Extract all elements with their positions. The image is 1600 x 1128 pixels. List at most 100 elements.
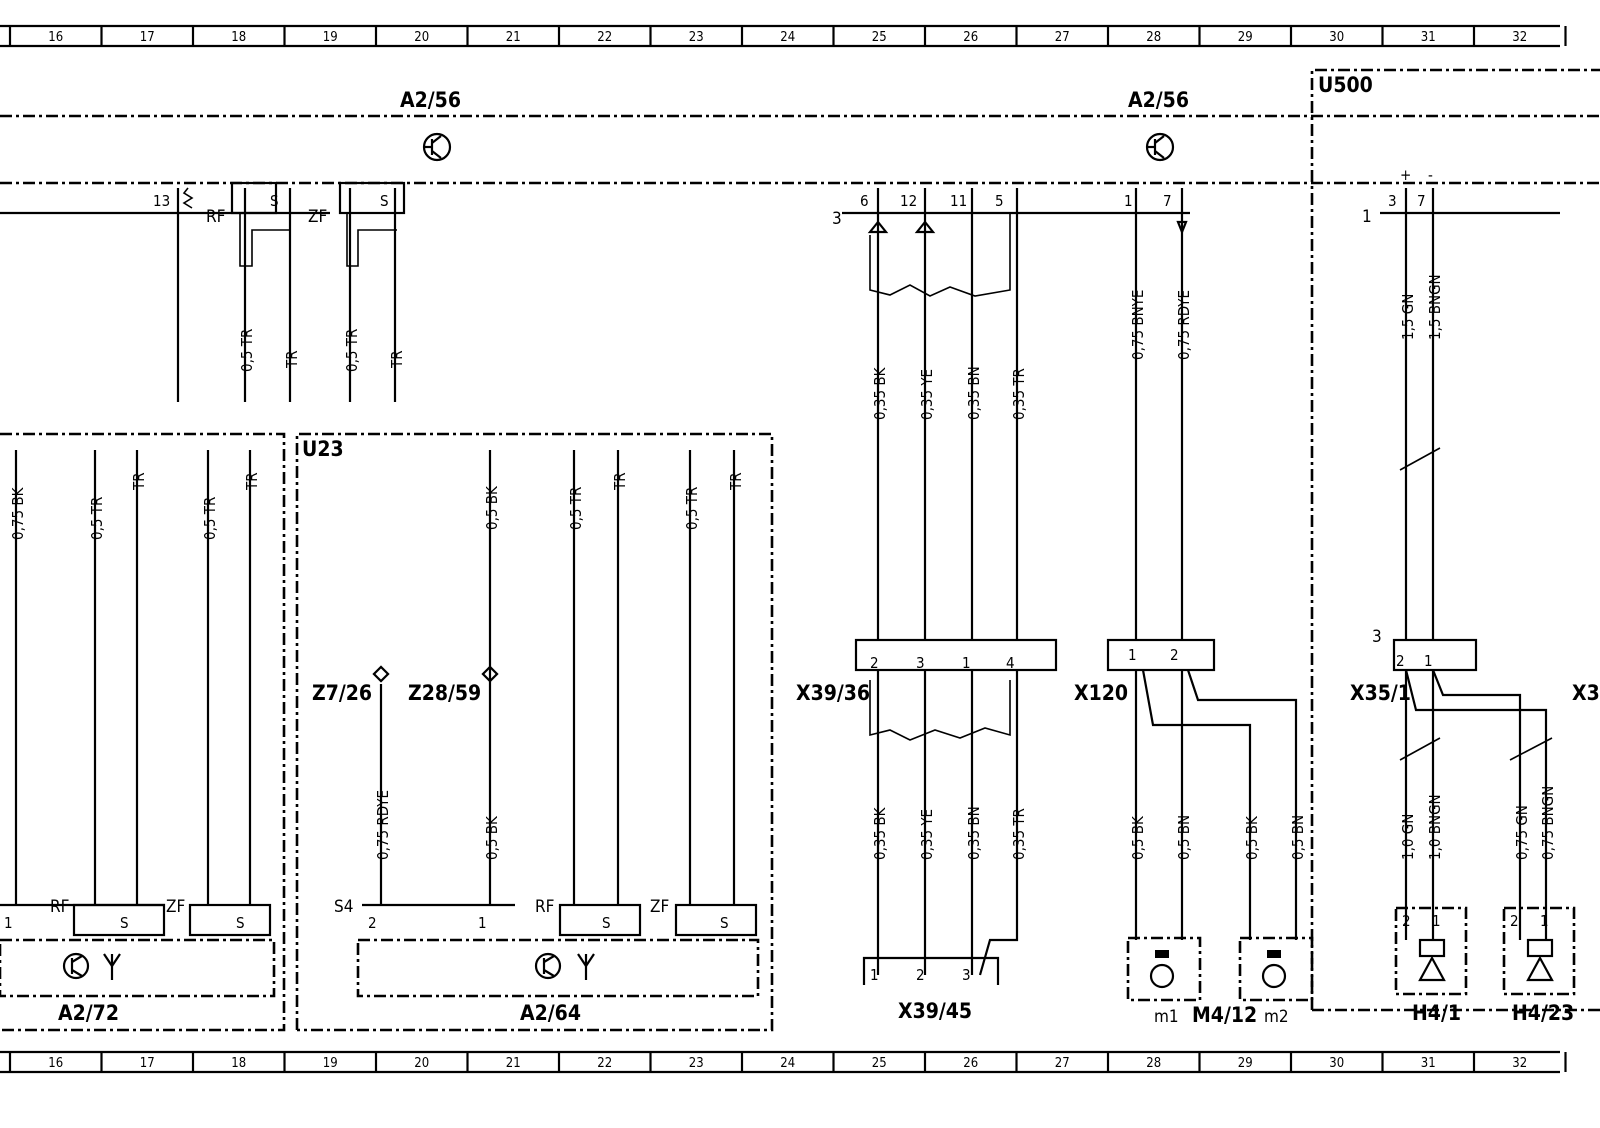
label-x35-1: X35/1 [1350, 681, 1411, 705]
label-035bk-top: 0,35 BK [871, 366, 889, 420]
label-075gn: 0,75 GN [1513, 805, 1531, 860]
speaker-icon-h4-23 [1526, 938, 1554, 982]
pin-x35-3: 3 [1372, 627, 1382, 647]
break-mark-x35-b [1509, 737, 1553, 761]
pin-a64-2: 2 [368, 914, 377, 932]
a2-72-zf-block [188, 903, 272, 937]
label-m2: m2 [1264, 1007, 1289, 1027]
wire-label-05tr-b: 0,5 TR [343, 329, 361, 372]
wire-label-tr-b: TR [388, 350, 406, 369]
antenna-icon-a2-72 [103, 953, 121, 980]
label-05bk-m1: 0,5 BK [1129, 815, 1147, 860]
break-mark-x35-a [1399, 737, 1441, 761]
pin-3-u500: 3 [1388, 192, 1397, 210]
x35-1-connector [1392, 638, 1478, 672]
u23-housing [295, 432, 774, 1032]
label-05tr-e: 0,5 TR [567, 487, 585, 530]
z28-59-terminal [481, 665, 499, 683]
label-rf-top: RF [206, 207, 225, 227]
shield-line-b [346, 213, 397, 267]
pin-x35-2: 2 [1396, 652, 1405, 670]
speaker-h4-1-housing [1394, 906, 1468, 996]
ruler-number: 31 [1421, 30, 1436, 45]
label-zf-top: ZF [308, 207, 327, 227]
ruler-number: 16 [48, 1056, 63, 1071]
zf-connector-top [338, 181, 406, 215]
a2-72-module [0, 938, 276, 998]
label-x39-36: X39/36 [796, 681, 870, 705]
pin-x39-4: 4 [1006, 654, 1015, 672]
ruler-number: 29 [1238, 30, 1253, 45]
ruler-number: 19 [323, 30, 338, 45]
wire-05bk-m2 [1141, 669, 1252, 940]
motor-m1-housing [1126, 936, 1202, 1002]
label-075rdye-top: 0,75 RDYE [1175, 290, 1193, 360]
pin-5: 5 [995, 192, 1004, 210]
label-a2-56-right: A2/56 [1128, 88, 1189, 112]
shield-line-a [239, 213, 290, 267]
label-15gn: 1,5 GN [1399, 294, 1417, 340]
a2-72-housing [0, 432, 286, 1032]
resistor-symbol [182, 187, 194, 209]
ruler-number: 16 [48, 30, 63, 45]
pin-x45-2: 2 [916, 966, 925, 984]
pin-1-a: 1 [1124, 192, 1133, 210]
transistor-symbol-a2-72 [62, 952, 90, 980]
transistor-symbol-left [422, 132, 452, 162]
pin-13: 13 [153, 192, 170, 210]
a2-64-module [356, 938, 760, 998]
label-05bk-bottom: 0,5 BK [483, 815, 501, 860]
ruler-number: 17 [140, 1056, 155, 1071]
label-05tr-c: 0,5 TR [88, 497, 106, 540]
pin-3-left: 3 [832, 209, 842, 229]
ruler-number: 21 [506, 1056, 521, 1071]
label-x3-partial: X3 [1572, 681, 1600, 705]
ruler-number: 27 [1055, 1056, 1070, 1071]
label-035tr-top: 0,35 TR [1010, 368, 1028, 420]
label-10gn: 1,0 GN [1399, 814, 1417, 860]
label-minus-top: - [1428, 166, 1433, 184]
pin-x39-3: 3 [916, 654, 925, 672]
label-s-f: S [720, 914, 729, 932]
ruler-number: 28 [1146, 1056, 1161, 1071]
label-05bk-m2: 0,5 BK [1243, 815, 1261, 860]
pin-a64-1: 1 [478, 914, 487, 932]
ruler-number: 23 [689, 1056, 704, 1071]
label-m1: m1 [1154, 1007, 1179, 1027]
motor-icon-m1 [1149, 950, 1175, 989]
pin-h41-1: 1 [1432, 912, 1441, 930]
label-035bk-bottom: 0,35 BK [871, 806, 889, 860]
label-a2-64: A2/64 [520, 1001, 581, 1025]
ruler-number: 23 [689, 30, 704, 45]
label-05bn-m2: 0,5 BN [1289, 815, 1307, 860]
label-tr-c: TR [130, 472, 148, 491]
label-zf-b2: ZF [650, 897, 669, 917]
ruler-number: 25 [872, 1056, 887, 1071]
ruler-number: 26 [963, 1056, 978, 1071]
pin-x39-2: 2 [870, 654, 879, 672]
ruler-number: 30 [1329, 30, 1344, 45]
label-05tr-f: 0,5 TR [683, 487, 701, 530]
label-035tr-bottom: 0,35 TR [1010, 808, 1028, 860]
pin-x45-3: 3 [962, 966, 971, 984]
ruler-number: 20 [414, 1056, 429, 1071]
label-075rdye-bottom: 0,75 RDYE [374, 790, 392, 860]
ruler-number: 27 [1055, 30, 1070, 45]
label-plus-top: + [1400, 166, 1411, 184]
ruler-number: 26 [963, 30, 978, 45]
pin-7-u500: 7 [1417, 192, 1426, 210]
pin-11: 11 [950, 192, 967, 210]
label-h4-1: H4/1 [1412, 1001, 1461, 1025]
break-mark-u500 [1399, 447, 1441, 471]
ruler-number: 17 [140, 30, 155, 45]
label-m4-12: M4/12 [1192, 1003, 1257, 1027]
label-05bk-u23: 0,5 BK [483, 485, 501, 530]
label-zf-b1: ZF [166, 897, 185, 917]
motor-m2-housing [1238, 936, 1314, 1002]
pin-x35-1: 1 [1424, 652, 1433, 670]
ruler-number: 18 [231, 30, 246, 45]
label-035ye-top: 0,35 YE [918, 369, 936, 420]
